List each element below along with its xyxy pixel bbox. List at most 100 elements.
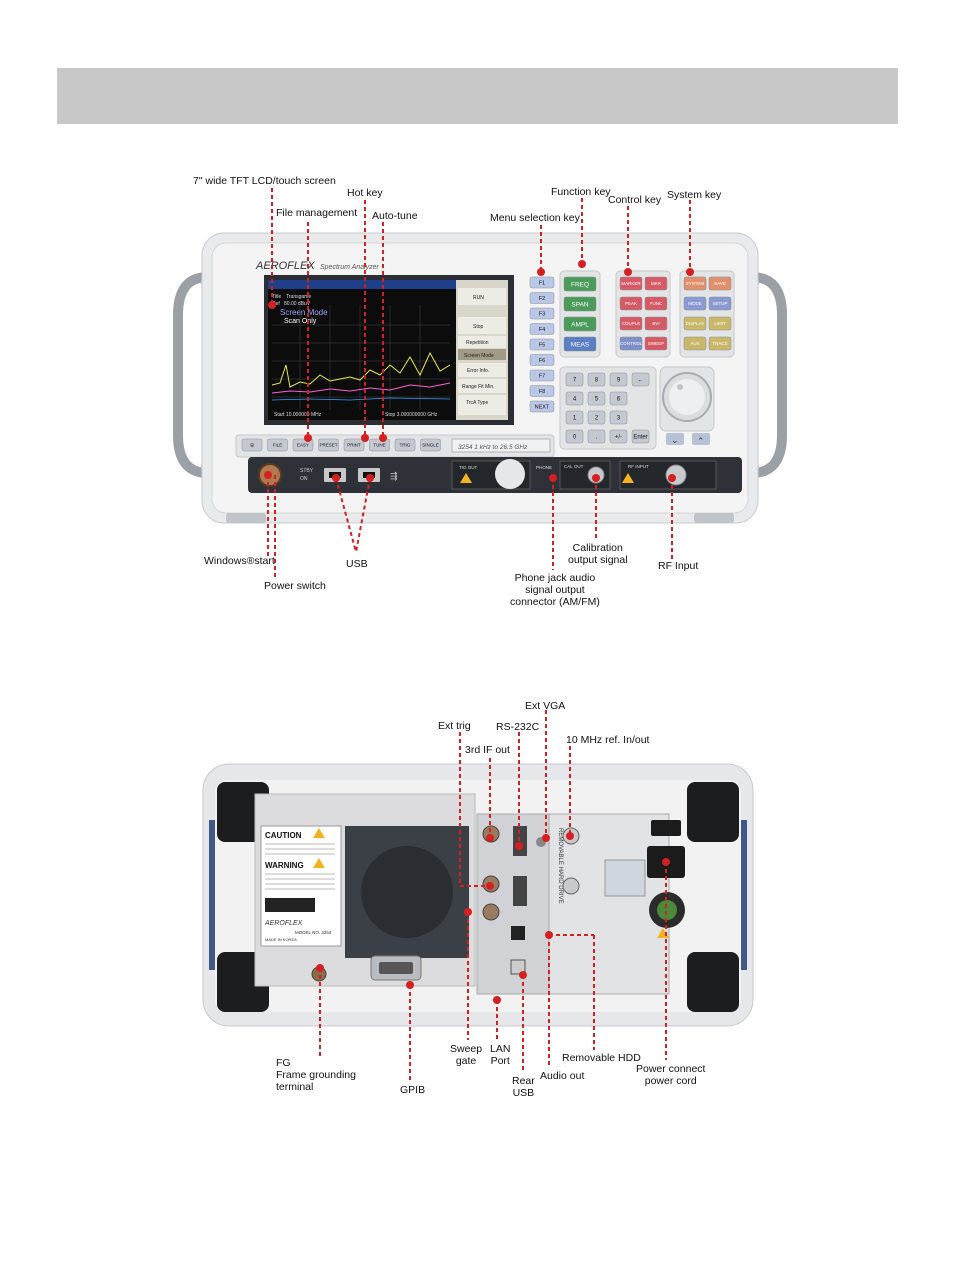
- hotkey-3-button[interactable]: [318, 438, 339, 452]
- numpad-3-label: ←: [638, 378, 644, 384]
- numpad-11-label: .: [596, 435, 598, 441]
- func-meas-button[interactable]: [563, 336, 597, 352]
- label-hot-key: Hot key: [347, 187, 383, 199]
- f-key-1-label: F1: [539, 280, 545, 286]
- ctrl-control-button[interactable]: [619, 336, 643, 351]
- phone-label: PHONE: [536, 465, 552, 470]
- removable-hdd-text: REMOVABLE HARD DRIVE: [557, 828, 563, 904]
- label-rear-usb: Rear USB: [512, 1075, 535, 1099]
- func-span-button[interactable]: [563, 296, 597, 312]
- func-freq-button[interactable]: [563, 276, 597, 292]
- numpad-1-label: 8: [595, 378, 599, 384]
- ctrl-peak-button[interactable]: [619, 296, 643, 311]
- hotkey-7-button[interactable]: [420, 438, 441, 452]
- label-auto-tune: Auto-tune: [372, 210, 418, 222]
- f-key-8-button[interactable]: [529, 385, 555, 397]
- sys-trace-button[interactable]: [708, 336, 732, 351]
- label-10mhz-ref: 10 MHz ref. In/out: [566, 734, 650, 746]
- func-ampl-button[interactable]: [563, 316, 597, 332]
- sys-limit-label: LIMIT: [714, 321, 726, 326]
- sys-aux-button[interactable]: [683, 336, 707, 351]
- ctrl-couple-label: COUPLE: [622, 321, 641, 326]
- func-ampl-label: AMPL: [571, 321, 589, 328]
- softkey-6: Range Fit Min.: [462, 384, 495, 390]
- sys-setup-button[interactable]: [708, 296, 732, 311]
- f-key-7-button[interactable]: [529, 369, 555, 382]
- f-key-3-label: F3: [539, 311, 545, 317]
- numpad-2-button[interactable]: [609, 372, 628, 387]
- hotkey-5-label: TUNE: [373, 443, 385, 448]
- arrow-down-icon: ⌄: [671, 435, 679, 445]
- numpad-7-button[interactable]: [565, 410, 584, 425]
- ctrl-marker-button[interactable]: [619, 276, 643, 291]
- f-key-1-button[interactable]: [529, 276, 555, 289]
- numpad-1-button[interactable]: [587, 372, 606, 387]
- hotkey-1-button[interactable]: [267, 438, 288, 452]
- hotkey-3-label: PRESET: [319, 443, 337, 448]
- numpad-0-button[interactable]: [565, 372, 584, 387]
- f-key-5-label: F5: [539, 342, 545, 348]
- f-key-2-button[interactable]: [529, 292, 555, 304]
- func-meas-label: MEAS: [571, 341, 590, 348]
- numpad-5-button[interactable]: [587, 391, 606, 406]
- hotkey-4-button[interactable]: [343, 438, 365, 452]
- numpad-11-button[interactable]: [587, 429, 606, 444]
- ctrl-sweep-button[interactable]: [644, 336, 668, 351]
- ctrl-mkr-button[interactable]: [644, 276, 668, 291]
- f-key-6-button[interactable]: [529, 354, 555, 366]
- page-header-bar: [57, 68, 898, 124]
- screen-stop: Stop 3.000000000 GHz: [385, 412, 438, 418]
- ctrl-couple-button[interactable]: [619, 316, 643, 331]
- hotkey-0-button[interactable]: [241, 438, 263, 452]
- numpad-6-button[interactable]: [609, 391, 628, 406]
- label-windows-start: Windows®start: [204, 555, 275, 567]
- numpad-4-button[interactable]: [565, 391, 584, 406]
- numpad-13-button[interactable]: [631, 429, 650, 444]
- rear-brand: AEROFLEX: [264, 920, 303, 927]
- numpad-3-button[interactable]: [631, 372, 650, 387]
- ctrl-bw-label: BW: [652, 321, 660, 326]
- softkey-1: RUN: [473, 295, 484, 301]
- label-3rd-if-out: 3rd IF out: [465, 744, 510, 756]
- ctrl-peak-label: PEAK: [625, 301, 637, 306]
- trig-out-label: TIG OUT: [459, 465, 477, 470]
- numpad-7-label: 1: [573, 416, 577, 422]
- sys-display-button[interactable]: [683, 316, 707, 331]
- label-system-key: System key: [667, 189, 722, 201]
- ctrl-bw-button[interactable]: [644, 316, 668, 331]
- label-audio-out: Audio out: [540, 1070, 585, 1082]
- f-key-5-button[interactable]: [529, 338, 555, 351]
- numpad-8-button[interactable]: [587, 410, 606, 425]
- label-ext-vga: Ext VGA: [525, 700, 566, 712]
- f-key-9-button[interactable]: [529, 400, 555, 413]
- numpad-6-label: 6: [617, 397, 621, 403]
- ctrl-func-button[interactable]: [644, 296, 668, 311]
- label-power-switch: Power switch: [264, 580, 326, 592]
- sys-limit-button[interactable]: [708, 316, 732, 331]
- numpad-2-label: 9: [617, 378, 621, 384]
- hotkey-2-button[interactable]: [292, 438, 314, 452]
- screen-start: Start 10.000000 MHz: [274, 412, 322, 418]
- f-key-4-button[interactable]: [529, 323, 555, 335]
- hotkey-2-label: EASY: [297, 443, 309, 448]
- rear-model: MODEL NO. 3254: [295, 930, 332, 935]
- on-label: ON: [300, 476, 308, 482]
- f-key-3-button[interactable]: [529, 307, 555, 320]
- numpad-12-button[interactable]: [609, 429, 628, 444]
- func-freq-label: FREQ: [571, 281, 589, 288]
- func-span-label: SPAN: [571, 301, 589, 308]
- label-removable-hdd: Removable HDD: [562, 1052, 641, 1064]
- hotkey-6-label: TRIG: [400, 443, 411, 448]
- numpad-9-label: 3: [617, 416, 621, 422]
- sys-mode-button[interactable]: [683, 296, 707, 311]
- label-control-key: Control key: [608, 194, 662, 206]
- ctrl-sweep-label: SWEEP: [648, 341, 664, 346]
- warning-title: WARNING: [265, 861, 304, 870]
- label-lcd: 7" wide TFT LCD/touch screen: [193, 175, 336, 187]
- numpad-9-button[interactable]: [609, 410, 628, 425]
- hotkey-6-button[interactable]: [394, 438, 416, 452]
- sys-system-button[interactable]: [683, 276, 707, 291]
- sys-save-button[interactable]: [708, 276, 732, 291]
- numpad-10-button[interactable]: [565, 429, 584, 444]
